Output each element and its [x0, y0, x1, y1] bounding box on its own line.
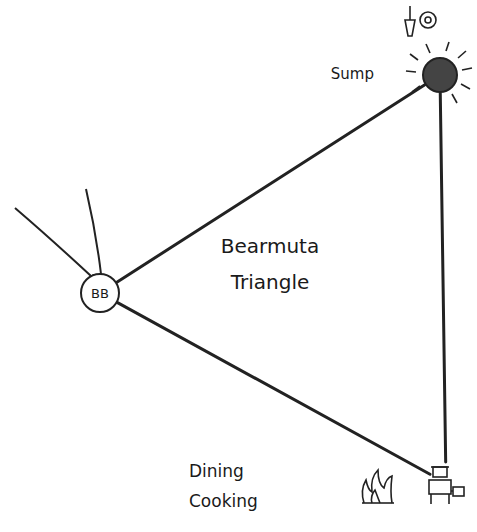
stove-icon — [429, 467, 464, 504]
hanging-rope — [15, 208, 91, 276]
diagram-title-label: Bearmuta Triangle — [208, 228, 332, 300]
triangle-side — [118, 303, 430, 475]
kitchen-area: Dining Cooking — [185, 456, 467, 512]
trowel-icon — [405, 6, 415, 36]
node-text: BB — [91, 286, 109, 301]
campfire-icon — [362, 470, 394, 503]
node-text: Dining Cooking — [189, 456, 281, 516]
stove-anchor — [430, 462, 462, 504]
sump-circle: Sump — [422, 57, 458, 93]
hanging-rope — [86, 189, 101, 274]
triangle-side — [440, 93, 445, 462]
toilet-paper-icon — [420, 12, 436, 28]
node-text: Sump — [331, 65, 374, 83]
bear-bag-circle: BB — [80, 273, 120, 313]
